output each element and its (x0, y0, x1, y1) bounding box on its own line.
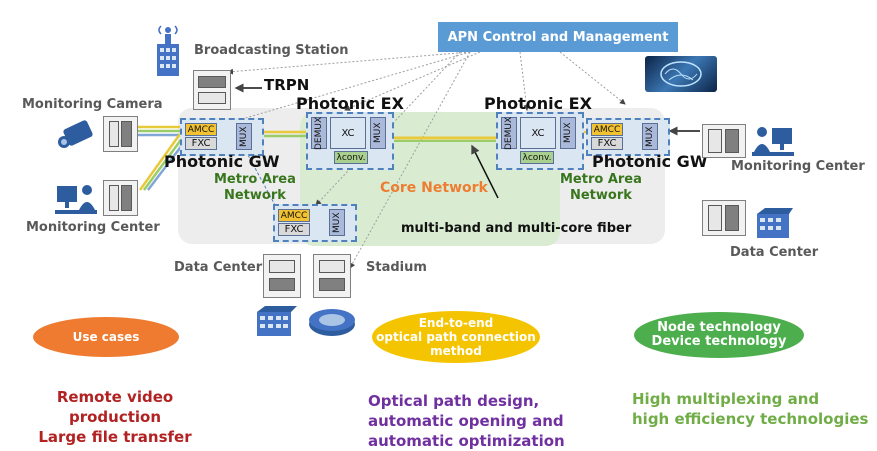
data-center-label-left: Data Center (174, 260, 263, 275)
ai-brain-image (645, 56, 717, 92)
photonic-ex-node-right: DEMUX XC MUX λconv. (496, 112, 584, 170)
monitoring-center-label-left: Monitoring Center (26, 220, 160, 235)
metro-network-label-left: Metro Area Network (214, 172, 296, 203)
core-network-label: Core Network (380, 180, 488, 196)
operator-icon-right (752, 127, 794, 156)
mux-block: MUX (642, 123, 658, 150)
trpn-device (193, 70, 231, 110)
camera-icon (58, 120, 93, 148)
photonic-ex-label-right: Photonic EX (484, 94, 592, 113)
photonic-gw-label-right: Photonic GW (592, 152, 708, 171)
data-center-device-left (263, 254, 301, 298)
stadium-device (313, 254, 351, 298)
monitoring-center-device-left (103, 180, 138, 216)
stadium-icon (309, 309, 355, 336)
photonic-ex-label-left: Photonic EX (296, 94, 404, 113)
apn-control-box: APN Control and Management (438, 22, 678, 52)
data-center-label-right: Data Center (730, 245, 819, 260)
data-center-device-right (702, 200, 746, 236)
mux-block: MUX (370, 117, 386, 149)
node-technology-outcome: High multiplexing and high efficiency te… (632, 390, 869, 428)
mux-block: MUX (560, 117, 576, 149)
xc-block: XC (520, 117, 556, 149)
metro-network-label-right: Metro Area Network (560, 172, 642, 203)
photonic-ex-node-left: DEMUX XC MUX λconv. (306, 112, 394, 170)
photonic-gw-node-right: AMCC FXC MUX (586, 118, 670, 156)
camera-device (103, 116, 138, 152)
end-to-end-pill: End-to-end optical path connection metho… (372, 311, 540, 363)
brain-icon (660, 61, 702, 87)
demux-block: DEMUX (311, 116, 327, 150)
demux-block: DEMUX (501, 116, 517, 150)
data-center-building-icon-left (257, 306, 297, 336)
amcc-block: AMCC (185, 123, 217, 136)
use-cases-outcome: Remote video production Large file trans… (38, 388, 192, 446)
lambda-conv-block: λconv. (520, 151, 554, 164)
broadcasting-tower-icon (157, 25, 179, 76)
data-center-building-icon-right (757, 208, 793, 238)
monitoring-camera-label: Monitoring Camera (22, 97, 163, 112)
photonic-gw-node-left: AMCC FXC MUX (180, 118, 264, 156)
apn-title: APN Control and Management (447, 29, 669, 45)
optical-path-outcome: Optical path design, automatic opening a… (368, 392, 565, 450)
lambda-conv-block: λconv. (334, 151, 368, 164)
trpn-label: TRPN (264, 76, 310, 94)
photonic-gw-node-lower: AMCC FXC MUX (273, 204, 357, 242)
amcc-block: AMCC (278, 209, 310, 222)
fiber-label: multi-band and multi-core fiber (401, 221, 632, 236)
photonic-gw-label-left: Photonic GW (164, 152, 280, 171)
amcc-block: AMCC (591, 123, 623, 136)
fxc-block: FXC (185, 137, 217, 150)
node-technology-pill: Node technology Device technology (634, 312, 804, 358)
operator-icon-left (55, 185, 97, 214)
stadium-label: Stadium (366, 260, 427, 275)
use-cases-pill: Use cases (33, 317, 179, 357)
fxc-block: FXC (591, 137, 623, 150)
mux-block: MUX (236, 123, 252, 150)
fxc-block: FXC (278, 223, 310, 236)
monitoring-center-device-right (702, 124, 746, 158)
monitoring-center-label-right: Monitoring Center (731, 159, 865, 174)
broadcasting-station-label: Broadcasting Station (194, 43, 349, 58)
mux-block: MUX (329, 209, 345, 236)
xc-block: XC (330, 117, 366, 149)
